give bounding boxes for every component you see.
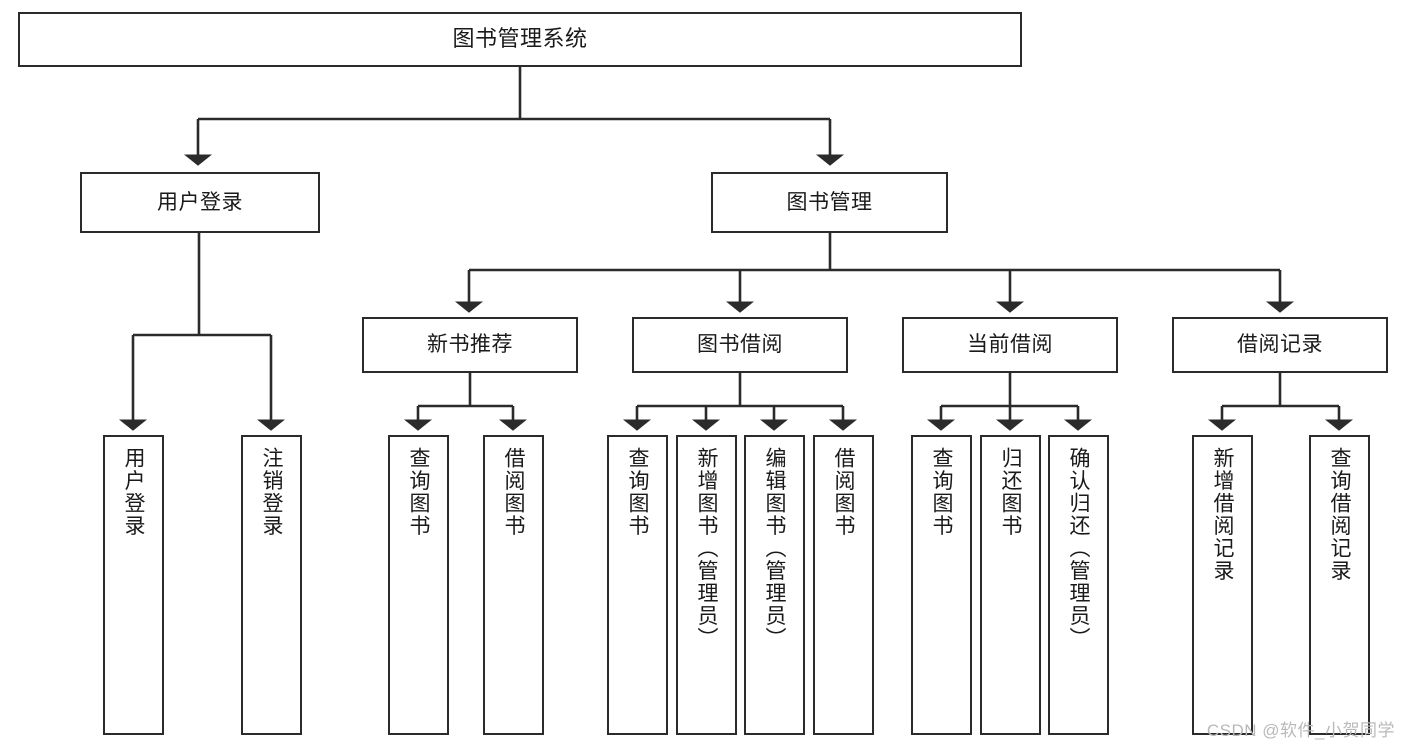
leaf-label: 确认归还（管理员） — [1067, 447, 1091, 650]
node-root-label: 图书管理系统 — [452, 26, 588, 52]
leaf-label: 归还图书 — [999, 447, 1023, 537]
node-book-borrow[interactable]: 图书借阅 — [632, 317, 848, 373]
node-book-borrow-label: 图书借阅 — [697, 333, 783, 357]
node-user-login[interactable]: 用户登录 — [80, 172, 320, 233]
node-borrow-record[interactable]: 借阅记录 — [1172, 317, 1388, 373]
leaf-label: 借阅图书 — [832, 447, 856, 537]
leaf-label: 注销登录 — [260, 447, 284, 537]
leaf-borrow-edit-book[interactable]: 编辑图书（管理员） — [744, 435, 805, 735]
leaf-label: 编辑图书（管理员） — [763, 447, 787, 650]
leaf-borrow-add-book[interactable]: 新增图书（管理员） — [676, 435, 737, 735]
leaf-label: 查询图书 — [626, 447, 650, 537]
leaf-borrow-borrow-book[interactable]: 借阅图书 — [813, 435, 874, 735]
leaf-label: 查询图书 — [407, 447, 431, 537]
node-borrow-record-label: 借阅记录 — [1237, 333, 1323, 357]
node-user-login-label: 用户登录 — [157, 190, 243, 214]
leaf-current-return-book[interactable]: 归还图书 — [980, 435, 1041, 735]
leaf-current-confirm-return[interactable]: 确认归还（管理员） — [1048, 435, 1109, 735]
node-book-management-label: 图书管理 — [786, 190, 873, 214]
leaf-label: 用户登录 — [122, 447, 146, 537]
node-root[interactable]: 图书管理系统 — [18, 12, 1022, 67]
leaf-borrow-query-book[interactable]: 查询图书 — [607, 435, 668, 735]
node-new-book-recommend-label: 新书推荐 — [427, 333, 513, 357]
leaf-label: 新增借阅记录 — [1211, 447, 1235, 582]
leaf-new-book-borrow[interactable]: 借阅图书 — [483, 435, 544, 735]
node-current-borrow-label: 当前借阅 — [967, 333, 1053, 357]
watermark: CSDN @软件_小贺同学 — [1206, 721, 1395, 740]
leaf-label: 查询图书 — [930, 447, 954, 537]
node-book-management[interactable]: 图书管理 — [711, 172, 948, 233]
leaf-user-login-logout[interactable]: 注销登录 — [241, 435, 302, 735]
leaf-label: 查询借阅记录 — [1328, 447, 1352, 582]
leaf-record-add[interactable]: 新增借阅记录 — [1192, 435, 1253, 735]
leaf-label: 借阅图书 — [502, 447, 526, 537]
leaf-label: 新增图书（管理员） — [695, 447, 719, 650]
leaf-current-query-book[interactable]: 查询图书 — [911, 435, 972, 735]
leaf-new-book-query[interactable]: 查询图书 — [388, 435, 449, 735]
leaf-record-query[interactable]: 查询借阅记录 — [1309, 435, 1370, 735]
node-new-book-recommend[interactable]: 新书推荐 — [362, 317, 578, 373]
leaf-user-login-login[interactable]: 用户登录 — [103, 435, 164, 735]
node-current-borrow[interactable]: 当前借阅 — [902, 317, 1118, 373]
